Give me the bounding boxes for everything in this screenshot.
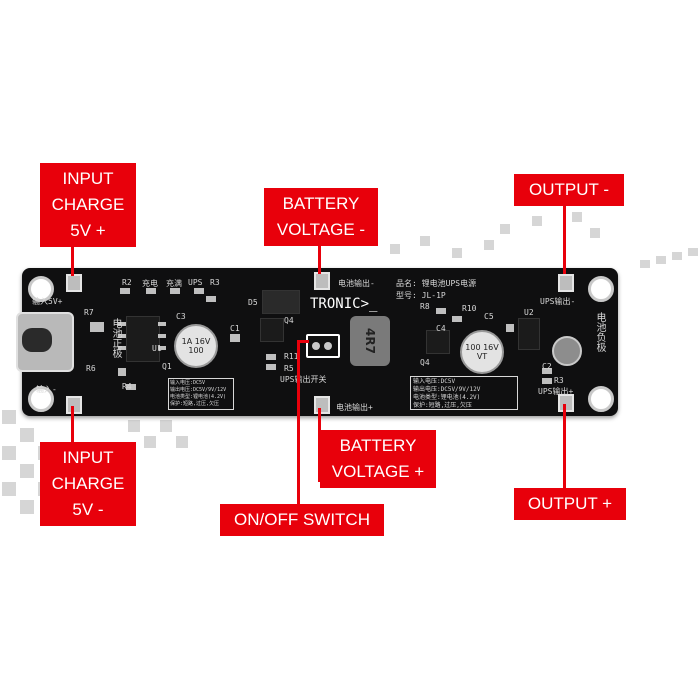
- battery-neg-label: 电池负极: [594, 312, 605, 352]
- ref-label: R4: [122, 382, 132, 391]
- callout-battery-voltage-plus: BATTERY VOLTAGE +: [320, 430, 436, 488]
- indicator: [552, 336, 582, 366]
- ref-label: C5: [484, 312, 494, 321]
- spec-line: 保护:短路,过压,欠压: [170, 401, 220, 407]
- ref-label: U2: [524, 308, 534, 317]
- battery-out-minus-label: 电池输出-: [338, 279, 375, 288]
- ref-label: U1: [152, 344, 162, 353]
- spec-line: 保护:短路,过压,欠压: [413, 402, 472, 409]
- switch-pin: [324, 342, 332, 350]
- ups-switch-label: UPS输出开关: [280, 375, 327, 384]
- leader-line: [318, 246, 321, 274]
- product-model: 型号: JL-1P: [396, 291, 446, 300]
- battery-pos-label: 电池正极: [110, 318, 121, 358]
- leader-line: [297, 340, 309, 343]
- ref-label: Q4: [284, 316, 294, 325]
- mount-hole: [28, 386, 54, 412]
- ref-label: R5: [284, 364, 294, 373]
- pad-battery-plus: [314, 396, 330, 414]
- usb-c-opening: [22, 328, 52, 352]
- spec-box-right: 输入电压:DC5V 输出电压:DC5V/9V/12V 电池类型:锂电池(4.2V…: [410, 376, 518, 410]
- mosfet: [426, 330, 450, 354]
- ref-label: Q4: [420, 358, 430, 367]
- ref-label: R2: [122, 278, 132, 287]
- input-minus-label: 输入-: [36, 385, 57, 394]
- ref-label: C4: [436, 324, 446, 333]
- pad-battery-minus: [314, 272, 330, 290]
- spec-line: 电池类型:锂电池(4.2V): [170, 394, 227, 400]
- mount-hole: [588, 276, 614, 302]
- spec-line: 输出电压:DC5V/9V/12V: [170, 387, 227, 393]
- spec-line: 电池类型:锂电池(4.2V): [413, 394, 481, 401]
- mosfet: [260, 318, 284, 342]
- ref-label: Q1: [162, 362, 172, 371]
- callout-input-charge-minus: INPUT CHARGE 5V -: [40, 442, 136, 526]
- spec-line: 输入电压:DC5V: [170, 380, 206, 386]
- capacitor-right: 100 16V VT: [460, 330, 504, 374]
- pad-output-plus: [558, 394, 574, 412]
- switch-pin: [312, 342, 320, 350]
- leader-line: [563, 206, 566, 274]
- callout-onoff-switch: ON/OFF SWITCH: [220, 504, 384, 536]
- ic-chip: [126, 316, 160, 362]
- ref-label: R11: [284, 352, 299, 361]
- ref-label: UPS: [188, 278, 203, 287]
- leader-line: [297, 340, 300, 506]
- ref-label: R7: [84, 308, 94, 317]
- ups-out-plus-label: UPS输出+: [538, 387, 574, 396]
- diode: [262, 290, 300, 314]
- spec-box: 输入电压:DC5V 输出电压:DC5V/9V/12V 电池类型:锂电池(4.2V…: [168, 378, 234, 410]
- ref-label: 充满: [166, 279, 182, 288]
- brand-logo: TRONIC>_: [310, 296, 378, 312]
- ref-label: D5: [248, 298, 258, 307]
- pad-input-minus: [66, 396, 82, 414]
- battery-out-plus-label: 电池输出+: [336, 403, 373, 412]
- ref-label: R8: [420, 302, 430, 311]
- capacitor-left: 1A 16V 100: [174, 324, 218, 368]
- callout-output-minus: OUTPUT -: [514, 174, 624, 206]
- ref-label: C3: [176, 312, 186, 321]
- spec-line: 输入电压:DC5V: [413, 378, 456, 385]
- ref-label: R3: [554, 376, 564, 385]
- ref-label: C2: [542, 362, 552, 371]
- callout-output-plus: OUTPUT +: [514, 488, 626, 520]
- ref-label: 充电: [142, 279, 158, 288]
- ref-label: R3: [210, 278, 220, 287]
- leader-line: [71, 246, 74, 276]
- pad-input-plus: [66, 274, 82, 292]
- ups-out-minus-label: UPS输出-: [540, 297, 576, 306]
- ref-label: C1: [230, 324, 240, 333]
- mount-hole: [588, 386, 614, 412]
- spec-line: 输出电压:DC5V/9V/12V: [413, 386, 481, 393]
- pcb-board: 1A 16V 100 100 16V VT 4R7 输入电压:DC5V 输出电压…: [16, 268, 618, 416]
- mount-hole: [28, 276, 54, 302]
- leader-line: [563, 404, 566, 488]
- inductor: 4R7: [350, 316, 390, 366]
- callout-input-charge-plus: INPUT CHARGE 5V +: [40, 163, 136, 247]
- ic-chip-right: [518, 318, 540, 350]
- callout-battery-voltage-minus: BATTERY VOLTAGE -: [264, 188, 378, 246]
- leader-line: [71, 406, 74, 442]
- product-name: 品名: 锂电池UPS电源: [396, 279, 477, 288]
- ref-label: R6: [86, 364, 96, 373]
- inductor-label: 4R7: [362, 328, 377, 354]
- pad-output-minus: [558, 274, 574, 292]
- leader-line: [318, 408, 321, 482]
- input-5v-label: 输入5V+: [32, 297, 63, 306]
- ref-label: R10: [462, 304, 477, 313]
- onoff-switch[interactable]: [306, 334, 340, 358]
